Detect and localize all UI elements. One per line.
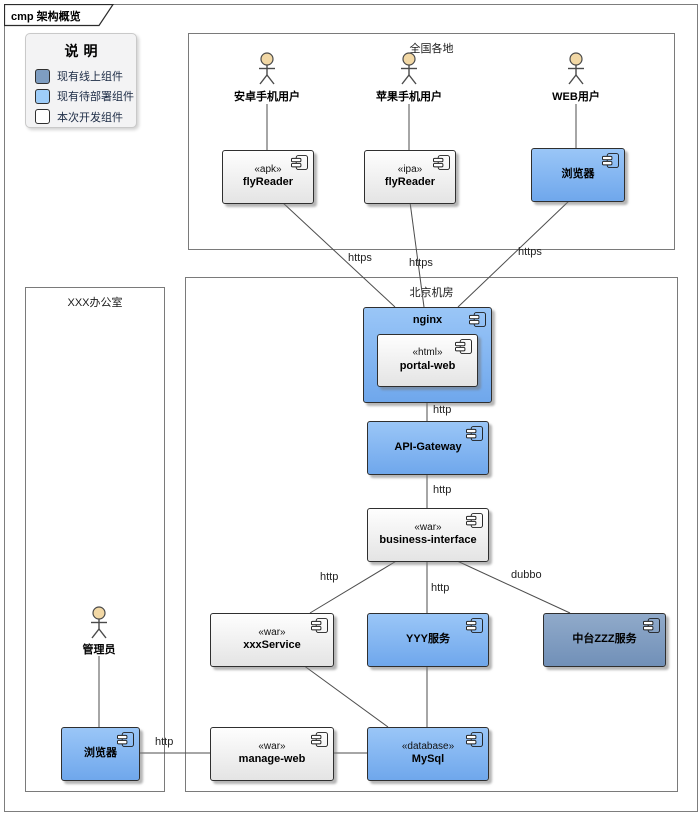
- edge-browser-nginx[interactable]: [457, 199, 571, 308]
- edge-label-http-business-yyy: http: [431, 582, 450, 594]
- legend: 说明 现有线上组件 现有待部署组件 本次开发组件: [25, 33, 137, 128]
- component-icon: [465, 425, 484, 442]
- edge-label-dubbo-business-zzz: dubbo: [511, 569, 542, 581]
- component-name: nginx: [412, 314, 443, 326]
- component-stereotype: «war»: [258, 626, 286, 638]
- component-icon: [601, 152, 620, 169]
- component-flyreader-ipa[interactable]: «ipa» flyReader: [364, 150, 456, 204]
- component-name: MySql: [411, 753, 445, 766]
- legend-label-online: 现有线上组件: [57, 71, 123, 84]
- frame-office-label: XXX办公室: [67, 297, 123, 309]
- legend-item-online: 现有线上组件: [26, 66, 136, 86]
- edge-label-https-web: https: [518, 246, 542, 258]
- edge-label-http-gateway-business: http: [433, 484, 452, 496]
- component-name: xxxService: [243, 639, 301, 652]
- legend-title: 说明: [64, 43, 103, 59]
- legend-label-to-deploy: 现有待部署组件: [57, 91, 134, 104]
- actor-android-user-label: 安卓手机用户: [234, 91, 300, 103]
- legend-item-new-dev: 本次开发组件: [26, 107, 136, 127]
- edge-label-http-business-xxx: http: [320, 571, 339, 583]
- component-yyy-service[interactable]: YYY服务: [367, 613, 489, 667]
- component-name: portal-web: [399, 359, 456, 372]
- diagram-title: cmp 架构概览: [11, 11, 81, 23]
- edge-business-xxxservice[interactable]: [309, 559, 399, 614]
- component-name: API-Gateway: [394, 441, 462, 454]
- legend-label-new-dev: 本次开发组件: [57, 111, 123, 124]
- component-name: flyReader: [242, 176, 294, 189]
- edge-flyreader-apk-nginx[interactable]: [281, 201, 396, 308]
- actor-web-user-label: WEB用户: [552, 91, 600, 103]
- component-business-interface[interactable]: «war» business-interface: [367, 508, 489, 562]
- frame-beijing-label: 北京机房: [409, 287, 454, 299]
- diagram-tab: [4, 4, 115, 27]
- edge-label-https-apk: https: [348, 252, 372, 264]
- frame-nationwide: 全国各地: [188, 33, 675, 250]
- component-icon: [465, 731, 484, 748]
- component-mysql[interactable]: «database» MySql: [367, 727, 489, 781]
- actor-android-user[interactable]: [247, 52, 287, 86]
- actor-apple-user[interactable]: [389, 52, 429, 86]
- edge-business-zzzservice[interactable]: [454, 559, 571, 614]
- actor-web-user[interactable]: [556, 52, 596, 86]
- legend-swatch-online: [35, 68, 50, 84]
- component-stereotype: «database»: [401, 740, 455, 752]
- component-name: business-interface: [379, 534, 477, 547]
- component-zzz-service[interactable]: 中台ZZZ服务: [543, 613, 666, 667]
- component-icon: [310, 617, 329, 634]
- component-name: flyReader: [384, 176, 436, 189]
- component-icon: [642, 617, 661, 634]
- component-flyreader-apk[interactable]: «apk» flyReader: [222, 150, 314, 204]
- component-browser-top[interactable]: 浏览器: [531, 148, 625, 202]
- actor-apple-user-label: 苹果手机用户: [376, 91, 442, 103]
- component-name: 浏览器: [84, 747, 117, 760]
- component-nginx[interactable]: nginx «html» portal-web: [363, 307, 492, 403]
- component-stereotype: «html»: [412, 347, 443, 359]
- legend-swatch-new-dev: [35, 109, 50, 125]
- component-name: manage-web: [238, 753, 306, 766]
- component-stereotype: «ipa»: [397, 163, 423, 175]
- actor-admin-label: 管理员: [82, 644, 116, 656]
- component-api-gateway[interactable]: API-Gateway: [367, 421, 489, 475]
- component-icon: [454, 338, 473, 355]
- frame-office: XXX办公室: [25, 287, 165, 792]
- component-icon: [116, 731, 135, 748]
- legend-item-to-deploy: 现有待部署组件: [26, 86, 136, 106]
- edge-label-https-ipa: https: [409, 257, 433, 269]
- frame-beijing: 北京机房: [185, 277, 678, 792]
- edge-label-http-nginx-gateway: http: [433, 404, 452, 416]
- edge-xxxservice-mysql[interactable]: [302, 664, 389, 728]
- component-icon: [465, 512, 484, 529]
- diagram-frame-border: [4, 4, 698, 812]
- component-browser-admin[interactable]: 浏览器: [61, 727, 140, 781]
- component-icon: [465, 617, 484, 634]
- legend-swatch-to-deploy: [35, 88, 50, 104]
- component-icon: [468, 311, 487, 328]
- component-name: YYY服务: [405, 633, 450, 646]
- component-icon: [432, 154, 451, 171]
- component-xxx-service[interactable]: «war» xxxService: [210, 613, 334, 667]
- component-icon: [290, 154, 309, 171]
- component-manage-web[interactable]: «war» manage-web: [210, 727, 334, 781]
- component-name: 浏览器: [561, 168, 595, 181]
- actor-admin[interactable]: [79, 606, 119, 640]
- frame-nationwide-label: 全国各地: [409, 43, 454, 55]
- component-stereotype: «apk»: [254, 163, 282, 175]
- edge-label-http-browser-manage: http: [155, 736, 174, 748]
- component-stereotype: «war»: [414, 521, 442, 533]
- component-portal-web[interactable]: «html» portal-web: [377, 334, 478, 387]
- component-stereotype: «war»: [258, 740, 286, 752]
- edge-flyreader-ipa-nginx[interactable]: [409, 201, 425, 308]
- component-name: 中台ZZZ服务: [572, 633, 637, 646]
- component-icon: [310, 731, 329, 748]
